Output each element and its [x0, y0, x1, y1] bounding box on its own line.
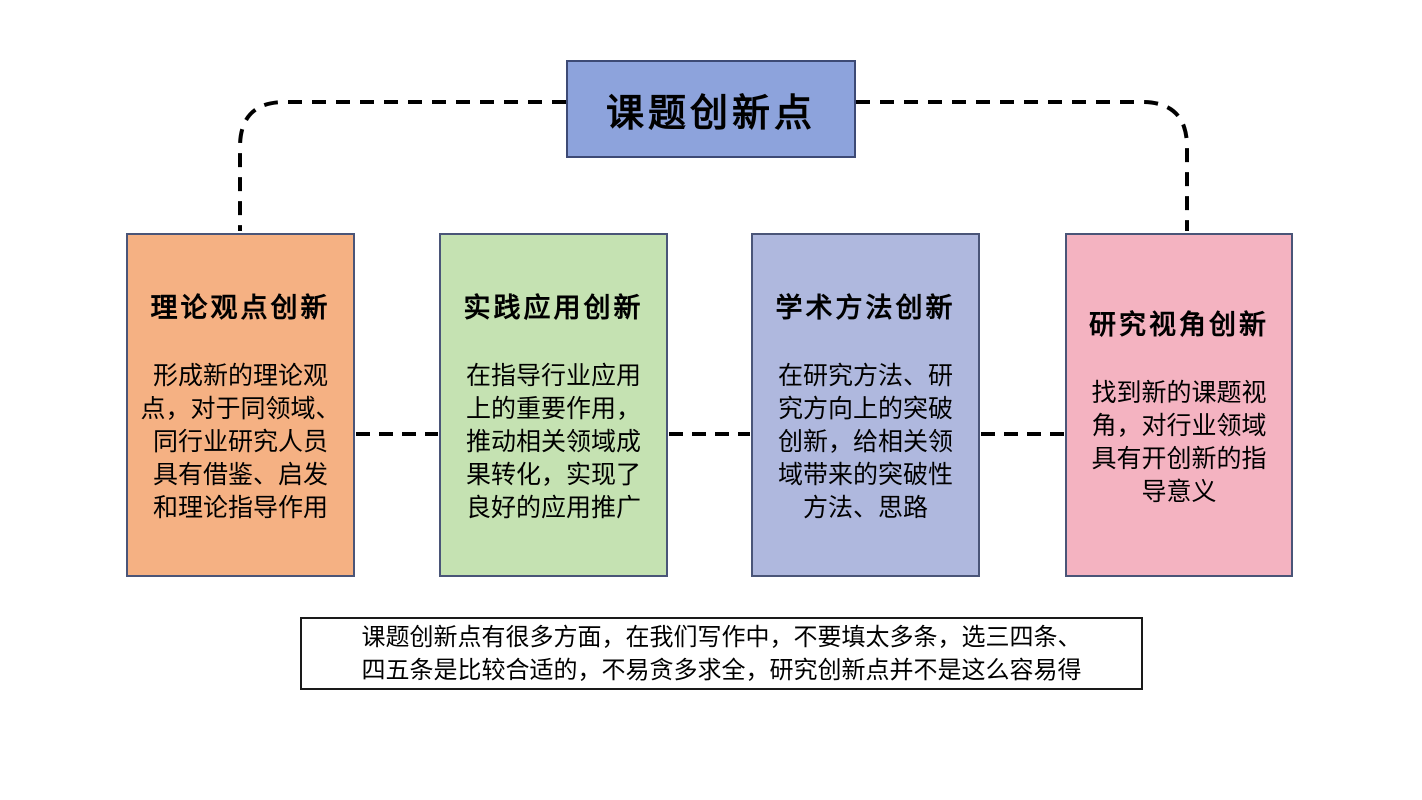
node-title: 理论观点创新: [150, 293, 331, 324]
diagram-title: 课题创新点: [605, 89, 816, 135]
node-academic-method: 学术方法创新 在研究方法、研 究方向上的突破 创新，给相关领 域带来的突破性 方…: [751, 233, 980, 577]
note-box: 课题创新点有很多方面，在我们写作中，不要填太多条，选三四条、 四五条是比较合适的…: [300, 617, 1143, 690]
node-title: 研究视角创新: [1089, 309, 1269, 341]
connector-title-to-node1: [238, 100, 566, 231]
node-body: 找到新的课题视 角，对行业领域 具有开创新的指 导意义: [1091, 377, 1267, 506]
note-text: 课题创新点有很多方面，在我们写作中，不要填太多条，选三四条、 四五条是比较合适的…: [361, 622, 1082, 684]
node-theory-viewpoint: 理论观点创新 形成新的理论观 点，对于同领域、 同行业研究人员 具有借鉴、启发 …: [126, 233, 355, 577]
node-practice-application: 实践应用创新 在指导行业应用 上的重要作用， 推动相关领域成 果转化，实现了 良…: [439, 233, 668, 577]
node-body: 形成新的理论观 点，对于同领域、 同行业研究人员 具有借鉴、启发 和理论指导作用: [140, 361, 341, 522]
node-title: 学术方法创新: [775, 293, 956, 324]
connector-title-to-node4: [856, 100, 1189, 231]
node-body: 在研究方法、研 究方向上的突破 创新，给相关领 域带来的突破性 方法、思路: [777, 361, 953, 522]
node-title: 实践应用创新: [463, 293, 644, 324]
node-body: 在指导行业应用 上的重要作用， 推动相关领域成 果转化，实现了 良好的应用推广: [465, 361, 641, 522]
diagram-title-box: 课题创新点: [566, 60, 856, 158]
node-research-perspective: 研究视角创新 找到新的课题视 角，对行业领域 具有开创新的指 导意义: [1065, 233, 1293, 577]
